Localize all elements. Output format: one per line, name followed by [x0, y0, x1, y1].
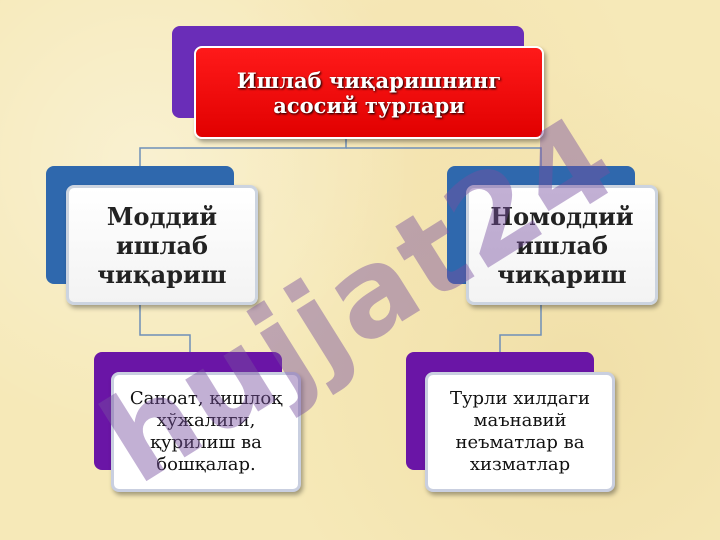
- right-category-line-3: чиқариш: [497, 259, 627, 289]
- right-detail-node: Турли хилдаги маънавий неъматлар ва хизм…: [425, 372, 615, 492]
- root-title-line-2: асосий турлари: [273, 92, 465, 118]
- left-detail-line-2: хўжалиги,: [156, 410, 256, 431]
- left-detail-node: Саноат, қишлоқ хўжалиги, қурилиш ва бошқ…: [111, 372, 301, 492]
- left-detail-line-1: Саноат, қишлоқ: [129, 388, 283, 409]
- right-category-line-1: Номоддий: [490, 201, 634, 231]
- connector-left-to-detail: [139, 305, 191, 352]
- right-detail-line-4: хизматлар: [469, 454, 571, 475]
- root-node: Ишлаб чиқаришнинг асосий турлари: [194, 46, 544, 139]
- connector-root-to-right: [346, 147, 542, 166]
- left-category-line-1: Моддий: [106, 201, 218, 231]
- left-category-node: Моддий ишлаб чиқариш: [66, 185, 258, 305]
- left-category-line-3: чиқариш: [97, 259, 227, 289]
- right-category-line-2: ишлаб: [515, 230, 609, 260]
- right-detail-line-3: неъматлар ва: [455, 432, 585, 453]
- connector-right-to-detail: [499, 305, 542, 352]
- connector-root-to-left: [139, 139, 347, 166]
- left-category-line-2: ишлаб: [115, 230, 209, 260]
- left-detail-line-3: қурилиш ва: [150, 432, 262, 453]
- right-detail-line-1: Турли хилдаги: [449, 388, 591, 409]
- left-detail-line-4: бошқалар.: [156, 454, 256, 475]
- root-title-line-1: Ишлаб чиқаришнинг: [236, 67, 502, 93]
- right-category-node: Номоддий ишлаб чиқариш: [466, 185, 658, 305]
- right-detail-line-2: маънавий: [473, 410, 567, 431]
